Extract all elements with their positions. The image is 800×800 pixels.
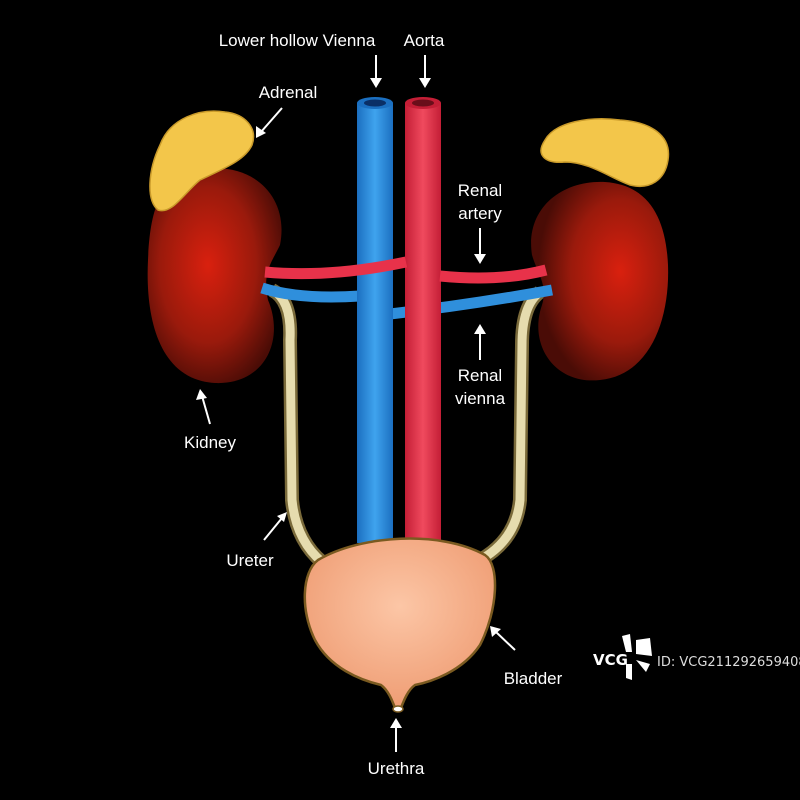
label-bladder: Bladder bbox=[504, 669, 563, 688]
label-adrenal: Adrenal bbox=[259, 83, 318, 102]
right-kidney bbox=[531, 181, 669, 381]
label-renal-artery-1: Renal bbox=[458, 181, 502, 200]
label-arrows bbox=[196, 55, 516, 752]
vena-cava bbox=[357, 103, 393, 543]
vcg-logo-text: VCG bbox=[593, 651, 628, 669]
label-vena-cava: Lower hollow Vienna bbox=[219, 31, 376, 50]
vcg-watermark: VCG ID: VCG211292659408 bbox=[593, 634, 800, 680]
left-renal-artery bbox=[264, 256, 408, 280]
left-kidney bbox=[147, 168, 282, 384]
right-ureter bbox=[476, 286, 545, 567]
right-adrenal-gland bbox=[540, 118, 670, 187]
left-renal-vein bbox=[260, 282, 361, 303]
label-aorta: Aorta bbox=[404, 31, 445, 50]
right-renal-artery bbox=[439, 264, 548, 284]
label-urethra: Urethra bbox=[368, 759, 425, 778]
left-adrenal-gland bbox=[149, 110, 255, 212]
urethra-opening bbox=[392, 705, 404, 713]
vcg-logo-icon bbox=[622, 634, 652, 680]
label-renal-vein-1: Renal bbox=[458, 366, 502, 385]
aorta bbox=[405, 103, 441, 543]
label-kidney: Kidney bbox=[184, 433, 236, 452]
label-renal-vein-2: vienna bbox=[455, 389, 506, 408]
vcg-id: ID: VCG211292659408 bbox=[657, 655, 800, 670]
label-ureter: Ureter bbox=[226, 551, 274, 570]
bladder bbox=[303, 537, 497, 710]
label-renal-artery-2: artery bbox=[458, 204, 502, 223]
